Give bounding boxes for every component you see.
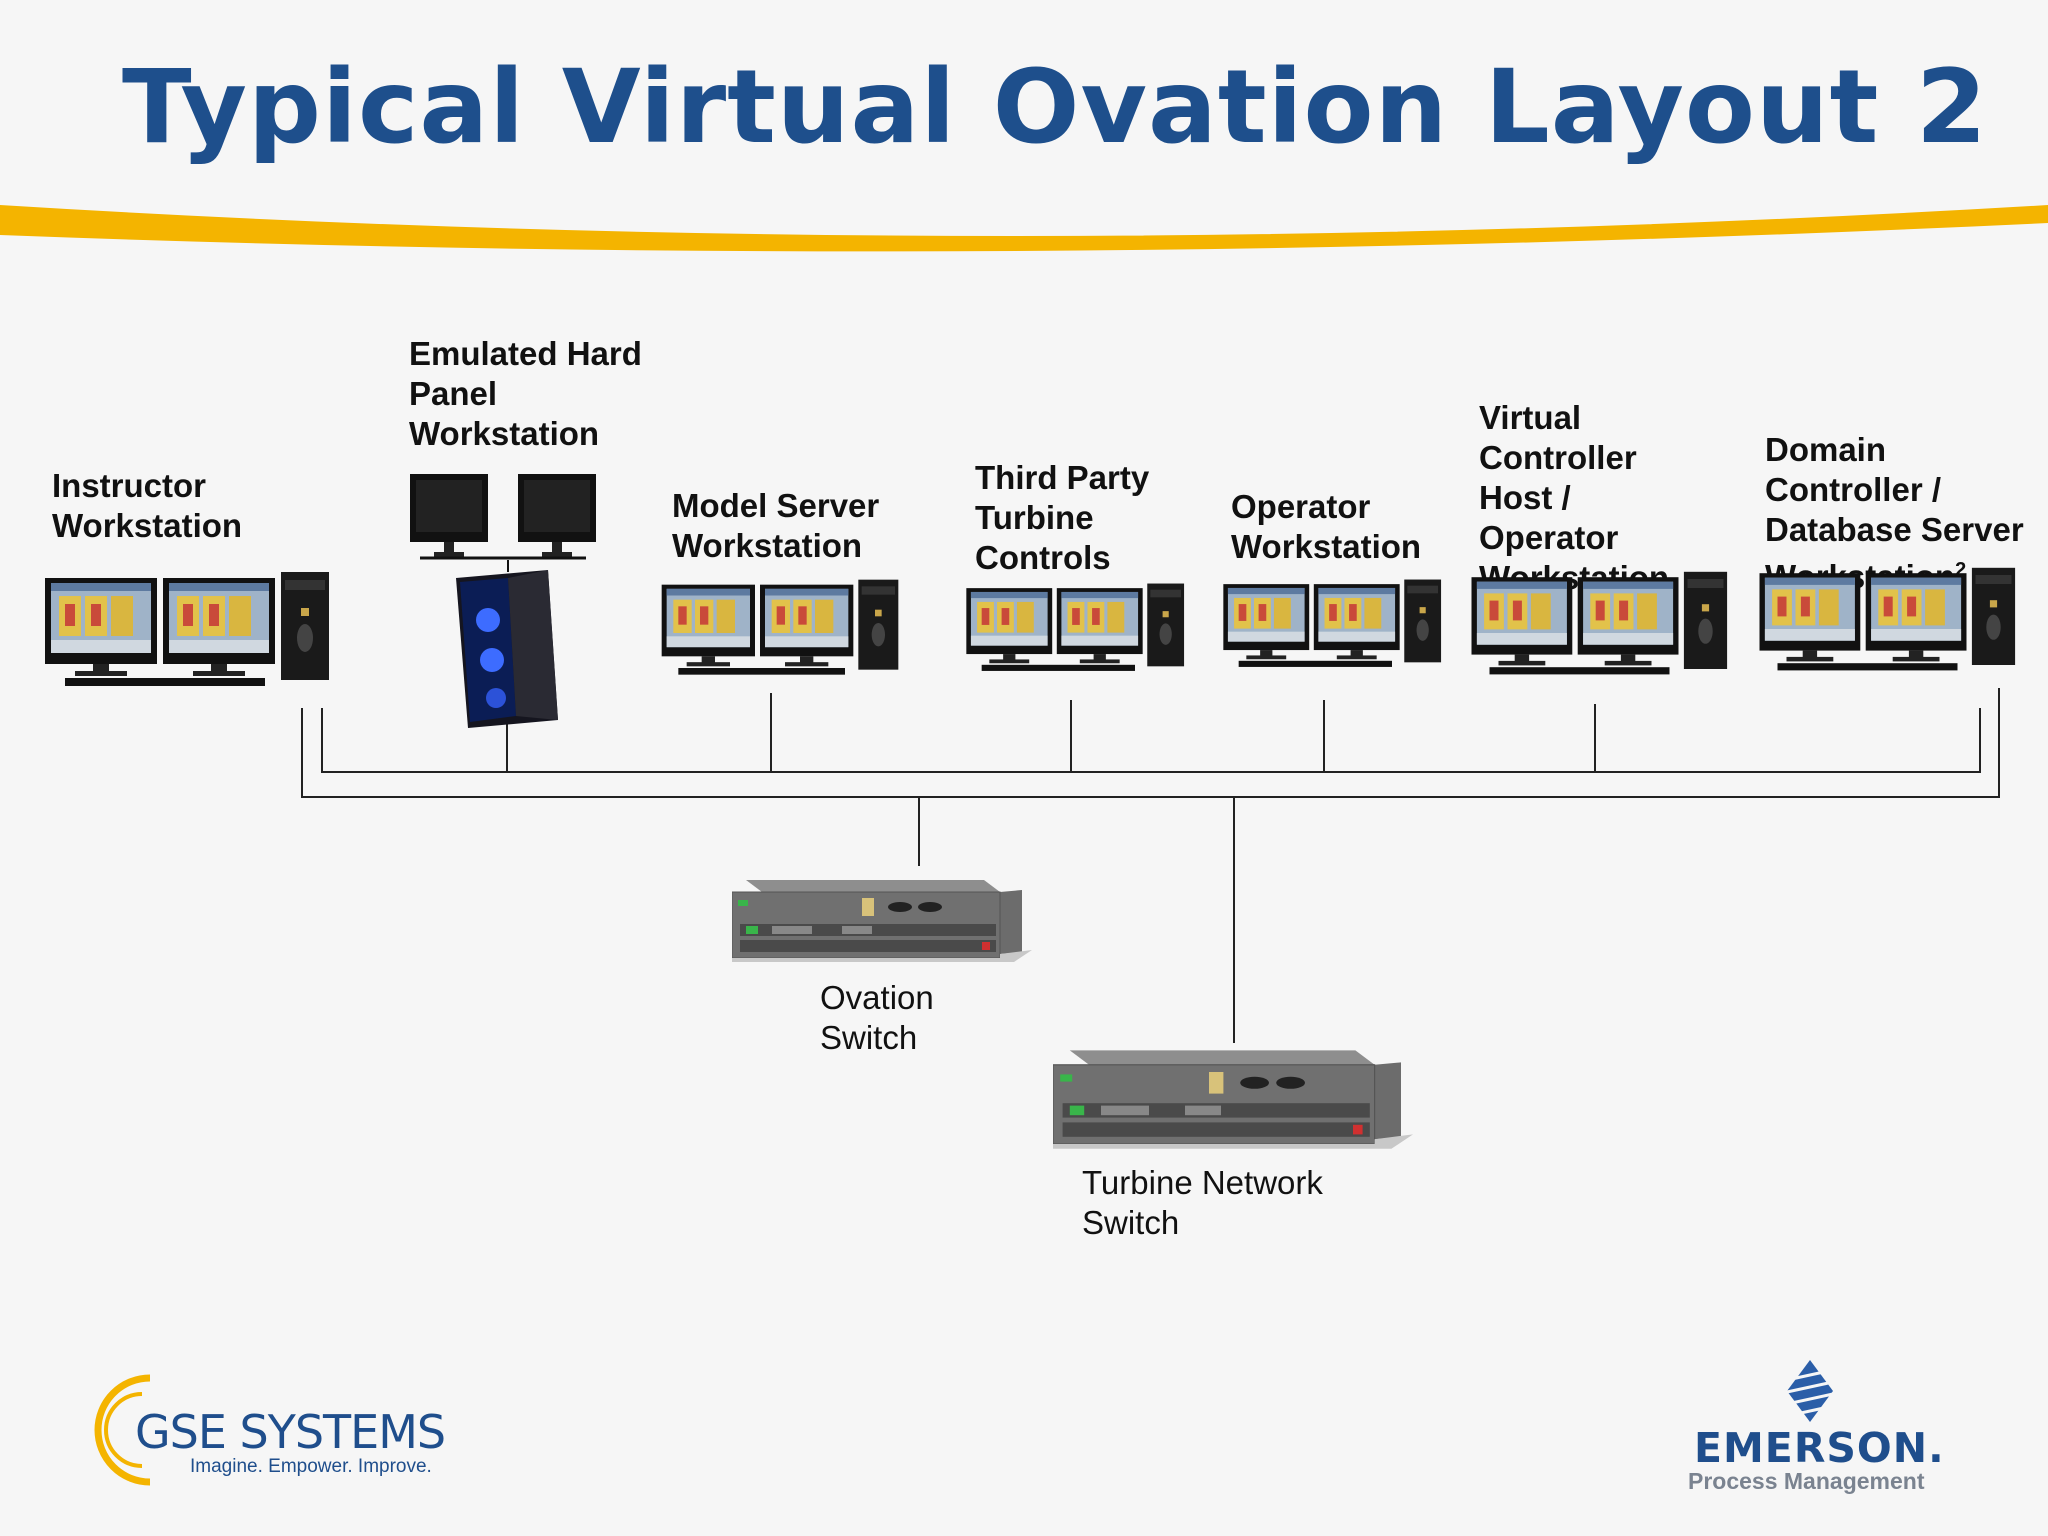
gse-tagline: Imagine. Empower. Improve. [190, 1456, 432, 1477]
ovation-switch-icon [732, 880, 1032, 963]
model-server-workstation-icon [660, 578, 905, 678]
slide-title: Typical Virtual Ovation Layout 2 [122, 48, 1988, 167]
label-instructor-workstation: Instructor Workstation [52, 467, 243, 544]
virtual-controller-host-icon [1471, 570, 1733, 678]
operator-workstation-icon [1222, 578, 1447, 670]
virtual-controller-host-text: Virtual Controller Host / Operator Works… [1479, 399, 1670, 596]
instructor-workstation-icon [40, 570, 340, 690]
gse-systems-logo-text: GSE SYSTEMS [135, 1405, 446, 1459]
third-party-turbine-controls-icon [965, 582, 1190, 674]
label-emulated-hard-panel: Emulated Hard Panel Workstation [409, 335, 642, 452]
footnote-marker: 2 [1955, 559, 1967, 581]
label-turbine-network-switch: Turbine Network Switch [1082, 1164, 1323, 1241]
label-operator-workstation: Operator Workstation [1231, 488, 1422, 565]
label-ovation-switch: Ovation Switch [820, 979, 934, 1056]
orange-swoosh [0, 205, 2048, 252]
label-virtual-controller-host: Virtual Controller Host / Operator Works… [1479, 358, 1669, 598]
emerson-logo-text: EMERSON. [1694, 1424, 1945, 1472]
label-model-server: Model Server Workstation [672, 487, 880, 564]
emerson-logo-mark [1786, 1360, 1834, 1422]
domain-controller-workstation-icon [1759, 566, 2021, 674]
turbine-network-switch-icon [1053, 1050, 1413, 1150]
emerson-subtitle: Process Management [1688, 1468, 1925, 1494]
gse-logo-arc [94, 1374, 151, 1486]
emulated-hard-panel-icon [410, 474, 596, 728]
label-third-party-turbine: Third Party Turbine Controls [975, 459, 1150, 576]
